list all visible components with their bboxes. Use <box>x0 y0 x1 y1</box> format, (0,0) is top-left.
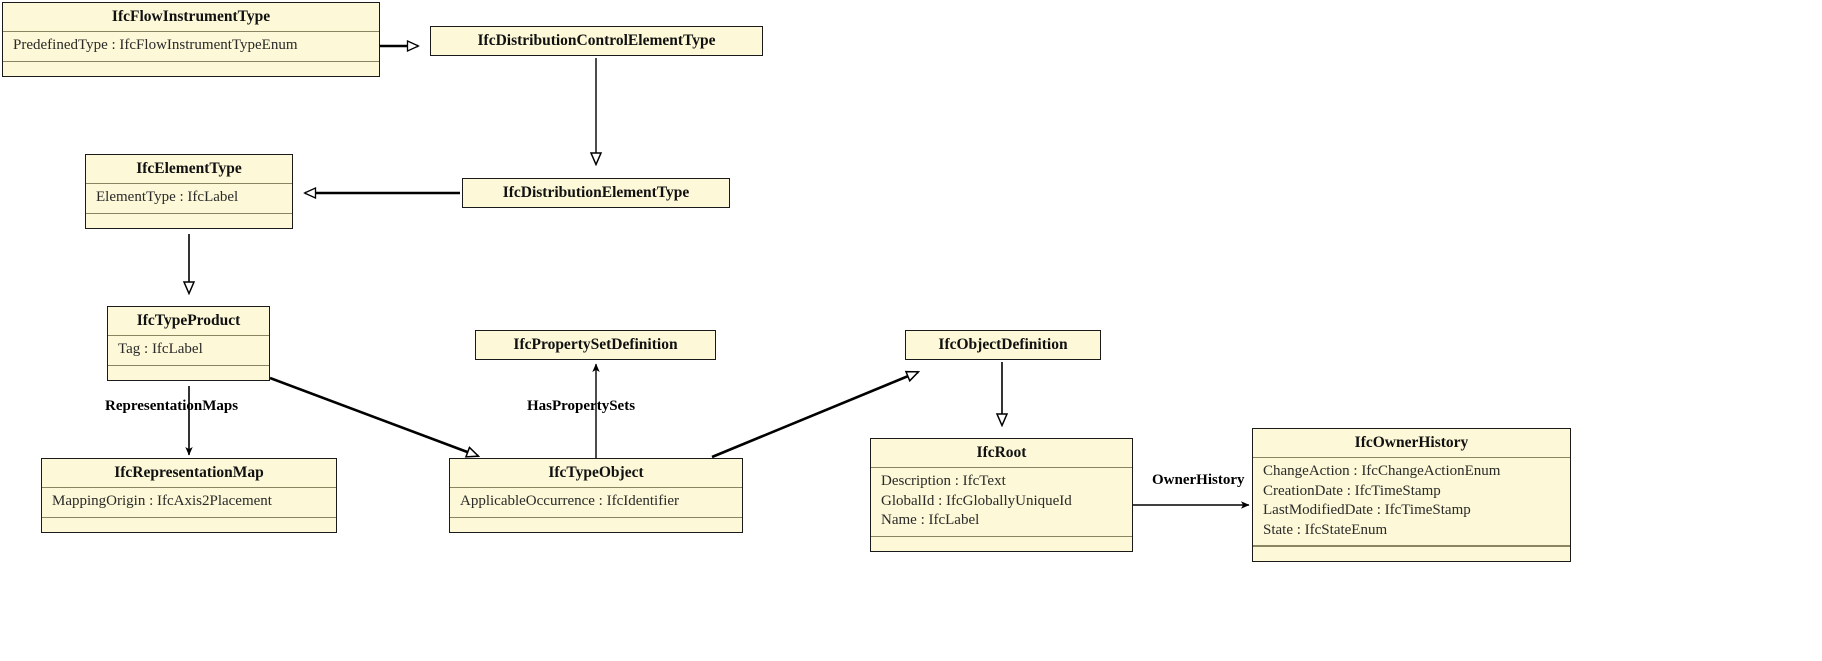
class-title: IfcObjectDefinition <box>938 336 1068 353</box>
compartment-separator <box>86 212 292 215</box>
class-box-ifctypeobject[interactable]: IfcTypeObject ApplicableOccurrence : Ifc… <box>449 458 743 534</box>
class-box-ifctypeproduct[interactable]: IfcTypeProduct Tag : IfcLabel <box>107 306 270 382</box>
class-operations-compartment <box>3 62 379 76</box>
class-attributes: PredefinedType : IfcFlowInstrumentTypeEn… <box>3 32 379 61</box>
class-box-ifcdistributioncontrolelementtype[interactable]: IfcDistributionControlElementType <box>430 26 763 56</box>
class-attribute: ElementType : IfcLabel <box>96 189 239 206</box>
class-title: IfcDistributionElementType <box>502 184 690 201</box>
class-operations-compartment <box>450 518 742 532</box>
edge-typeobject-to-objectdefinition <box>711 370 918 459</box>
compartment-separator <box>1253 456 1570 459</box>
class-attributes: Description : IfcText GlobalId : IfcGlob… <box>871 468 1132 536</box>
class-attribute: CreationDate : IfcTimeStamp <box>1263 482 1441 499</box>
edge-label-representationmaps: RepresentationMaps <box>105 398 239 414</box>
class-box-ifcdistributionelementtype[interactable]: IfcDistributionElementType <box>462 178 730 208</box>
edge-label-ownerhistory: OwnerHistory <box>1152 472 1245 488</box>
edge-label-haspropertysets: HasPropertySets <box>527 398 636 414</box>
class-box-ifcobjectdefinition[interactable]: IfcObjectDefinition <box>905 330 1101 360</box>
class-box-ifcflowinstrumenttype[interactable]: IfcFlowInstrumentType PredefinedType : I… <box>2 2 380 78</box>
class-operations-compartment <box>108 366 269 380</box>
compartment-separator <box>871 466 1132 469</box>
class-attribute: ApplicableOccurrence : IfcIdentifier <box>460 493 680 510</box>
class-attribute: Description : IfcText <box>881 473 1006 490</box>
compartment-separator <box>86 182 292 185</box>
class-title: IfcRoot <box>976 444 1027 461</box>
class-attribute: ChangeAction : IfcChangeActionEnum <box>1263 463 1501 480</box>
compartment-separator <box>42 486 336 489</box>
class-attribute: State : IfcStateEnum <box>1263 521 1388 538</box>
class-attributes: ChangeAction : IfcChangeActionEnum Creat… <box>1253 458 1570 545</box>
class-title: IfcDistributionControlElementType <box>477 32 716 49</box>
class-attributes: MappingOrigin : IfcAxis2Placement <box>42 488 336 517</box>
class-attributes: ApplicableOccurrence : IfcIdentifier <box>450 488 742 517</box>
compartment-separator <box>450 516 742 519</box>
compartment-separator <box>108 334 269 337</box>
class-title: IfcElementType <box>136 160 242 177</box>
class-operations-compartment <box>42 518 336 532</box>
compartment-separator <box>3 30 379 33</box>
class-attribute: LastModifiedDate : IfcTimeStamp <box>1263 502 1471 519</box>
class-attributes: ElementType : IfcLabel <box>86 184 292 213</box>
class-title: IfcOwnerHistory <box>1354 434 1469 451</box>
class-title: IfcPropertySetDefinition <box>513 336 678 353</box>
class-attribute: PredefinedType : IfcFlowInstrumentTypeEn… <box>13 37 298 54</box>
class-box-ifcelementtype[interactable]: IfcElementType ElementType : IfcLabel <box>85 154 293 230</box>
compartment-separator <box>1253 545 1570 547</box>
class-attribute: MappingOrigin : IfcAxis2Placement <box>52 493 272 510</box>
class-attributes: Tag : IfcLabel <box>108 336 269 365</box>
class-attribute: GlobalId : IfcGloballyUniqueId <box>881 492 1072 509</box>
class-operations-compartment <box>86 214 292 228</box>
compartment-separator <box>3 60 379 63</box>
compartment-separator <box>871 535 1132 538</box>
compartment-separator <box>42 516 336 519</box>
class-title: IfcFlowInstrumentType <box>111 8 271 25</box>
edge-typeproduct-to-typeobject <box>269 376 478 456</box>
compartment-separator <box>108 364 269 367</box>
class-attribute: Tag : IfcLabel <box>118 341 203 358</box>
compartment-separator <box>450 486 742 489</box>
class-box-ifcownerhistory[interactable]: IfcOwnerHistory ChangeAction : IfcChange… <box>1252 428 1571 562</box>
class-title: IfcTypeObject <box>548 464 644 481</box>
class-operations-compartment <box>1253 547 1570 561</box>
class-box-ifcroot[interactable]: IfcRoot Description : IfcText GlobalId :… <box>870 438 1133 553</box>
class-attribute: Name : IfcLabel <box>881 512 980 529</box>
class-title: IfcRepresentationMap <box>114 464 264 481</box>
class-box-ifcrepresentationmap[interactable]: IfcRepresentationMap MappingOrigin : Ifc… <box>41 458 337 534</box>
class-operations-compartment <box>871 537 1132 551</box>
class-title: IfcTypeProduct <box>136 312 241 329</box>
class-box-ifcpropertysetdefinition[interactable]: IfcPropertySetDefinition <box>475 330 716 360</box>
